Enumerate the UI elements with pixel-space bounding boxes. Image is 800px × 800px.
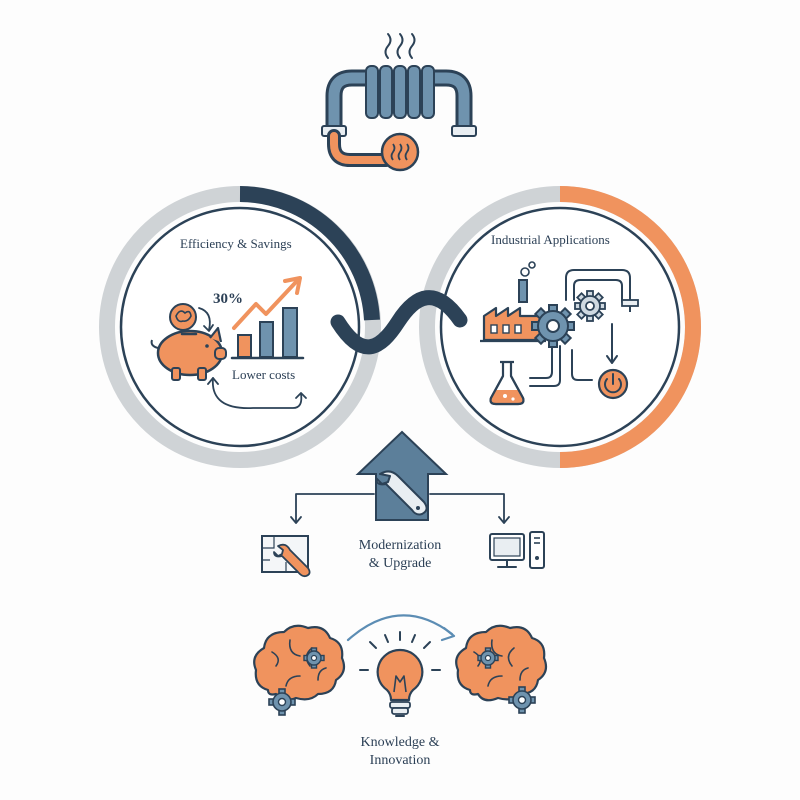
coin-icon — [169, 303, 197, 331]
savings-cycle-arrowhead-a — [295, 392, 307, 399]
industrial-title: Industrial Applications — [491, 232, 610, 247]
coin-drop-arrow — [198, 307, 211, 331]
modernization-label-line2: & Upgrade — [368, 556, 432, 571]
savings-percent: 30% — [213, 291, 243, 307]
knowledge-label-line1: Knowledge & — [360, 735, 440, 750]
computer-icon — [489, 531, 545, 569]
upgrade-arrow-icon — [355, 430, 449, 521]
pipe-network — [529, 269, 639, 387]
coin-drop-arrowhead — [203, 324, 214, 332]
savings-cycle-arrow — [212, 377, 303, 409]
modernization-branch-right — [429, 493, 505, 523]
radiator-pipe-icon — [321, 33, 477, 172]
gear-icon-large — [531, 304, 575, 348]
wave-connector — [330, 290, 468, 355]
factory-icon — [480, 261, 546, 343]
lightbulb-icon — [359, 631, 441, 717]
blueprint-icon — [261, 535, 311, 578]
flask-icon — [489, 360, 525, 406]
brain-icon-right — [455, 624, 548, 714]
savings-cycle-arrowhead-b — [207, 377, 219, 385]
knowledge-transfer-arrowhead — [440, 626, 456, 642]
knowledge-label-line2: Innovation — [369, 753, 431, 768]
piggy-bank-icon — [150, 326, 227, 381]
brain-icon-left — [253, 624, 346, 716]
efficiency-ring — [99, 186, 381, 468]
modernization-branch-left-head — [290, 516, 302, 524]
knowledge-transfer-arrow — [346, 614, 454, 642]
lower-costs-caption: Lower costs — [232, 367, 296, 382]
efficiency-title: Efficiency & Savings — [180, 236, 292, 251]
trend-arrow-icon — [232, 276, 302, 330]
modernization-branch-left — [295, 493, 375, 523]
bar-chart-icon — [230, 307, 305, 360]
modernization-branch-right-head — [498, 516, 510, 524]
power-icon — [597, 368, 629, 400]
wrench-icon — [375, 470, 428, 516]
gear-icon-small — [574, 290, 606, 322]
modernization-label-line1: Modernization — [358, 538, 442, 553]
